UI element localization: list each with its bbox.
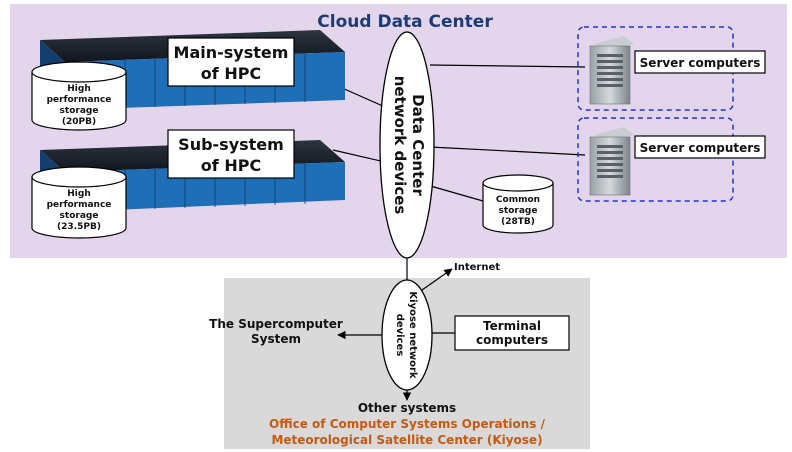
server-1-box <box>634 50 766 74</box>
kiyose-network-label-1: Kiyose network <box>407 291 418 379</box>
server-1-label: Server computers <box>640 56 761 70</box>
storage-sub-label-3: storage <box>60 211 99 221</box>
main-system-box <box>167 37 295 87</box>
server-2-box <box>634 135 766 159</box>
server-1-icon <box>589 36 634 105</box>
storage-main-label-1: High <box>67 84 90 94</box>
common-storage-label-3: (28TB) <box>501 217 535 227</box>
server-2-icon <box>589 127 634 196</box>
storage-main-label-2: performance <box>47 95 112 105</box>
office-label-1: Office of Computer Systems Operations / <box>269 417 546 431</box>
kiyose-arrows <box>337 268 455 401</box>
dc-network-label-1: Data Center <box>409 94 427 196</box>
dc-network-ellipse <box>379 31 435 259</box>
common-storage-label-2: storage <box>499 206 538 216</box>
terminal-box <box>454 315 570 351</box>
office-label-2: Meteorological Satellite Center (Kiyose) <box>271 433 542 447</box>
other-systems-label: Other systems <box>358 401 456 415</box>
sub-system-box <box>167 129 295 179</box>
storage-sub-label-1: High <box>67 189 90 199</box>
kiyose-network-ellipse <box>381 279 433 391</box>
storage-main-label-4: (20PB) <box>62 117 96 127</box>
main-system-label-1: Main-system <box>174 43 289 62</box>
main-system-label-2: of HPC <box>201 64 261 83</box>
common-storage-cylinder <box>482 174 554 234</box>
storage-sub-label-2: performance <box>47 200 112 210</box>
internet-label: Internet <box>454 262 500 273</box>
terminal-label-2: computers <box>476 333 548 347</box>
supercomputer-label-1: The Supercomputer <box>209 317 343 331</box>
sub-system-label-1: Sub-system <box>178 135 284 154</box>
sub-system-label-2: of HPC <box>201 156 261 175</box>
supercomputer-label-2: System <box>251 332 301 346</box>
cloud-data-center-title: Cloud Data Center <box>317 12 493 32</box>
storage-sub-cylinder <box>31 166 127 239</box>
server-2-label: Server computers <box>640 141 761 155</box>
storage-sub-label-4: (23.5PB) <box>57 222 101 232</box>
dc-network-label-2: network devices <box>391 76 409 215</box>
storage-main-cylinder <box>31 61 127 131</box>
terminal-label-1: Terminal <box>483 319 541 333</box>
common-storage-label-1: Common <box>496 195 540 205</box>
kiyose-network-label-2: devices <box>394 314 405 357</box>
storage-main-label-3: storage <box>60 106 99 116</box>
